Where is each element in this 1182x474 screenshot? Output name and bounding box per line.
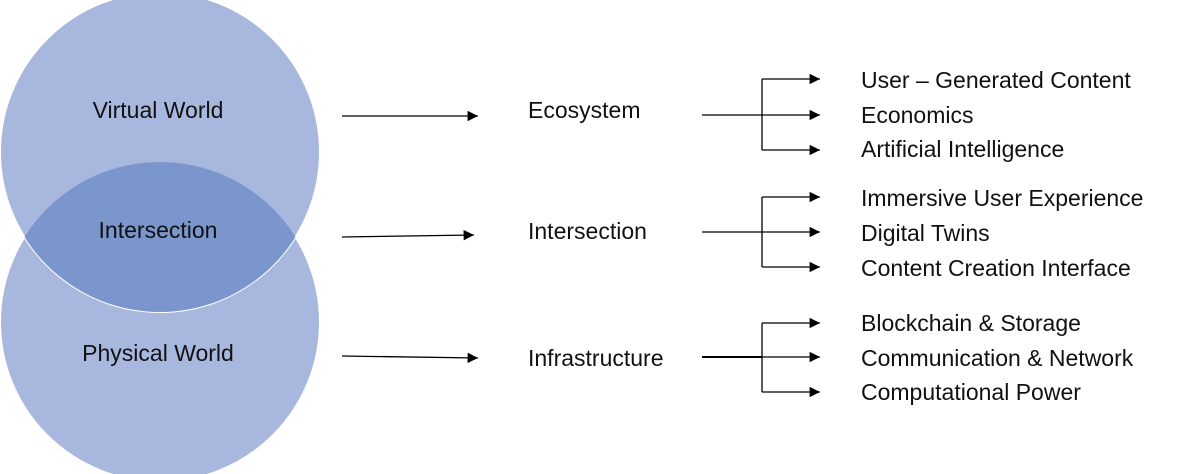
category-infrastructure: Infrastructure xyxy=(528,345,664,371)
ecosystem-bracket xyxy=(702,73,820,156)
infrastructure-bracket xyxy=(702,317,820,398)
item-communication-network: Communication & Network xyxy=(861,345,1134,371)
item-economics: Economics xyxy=(861,102,974,128)
item-content-creation-interface: Content Creation Interface xyxy=(861,255,1131,281)
category-intersection: Intersection xyxy=(528,218,647,244)
item-computational-power: Computational Power xyxy=(861,379,1081,405)
intersection-bracket xyxy=(702,191,820,273)
item-digital-twins: Digital Twins xyxy=(861,220,990,246)
item-user-generated-content: User – Generated Content xyxy=(861,67,1131,93)
intersection-venn-label: Intersection xyxy=(98,217,218,243)
item-blockchain-storage: Blockchain & Storage xyxy=(861,310,1081,336)
item-artificial-intelligence: Artificial Intelligence xyxy=(861,136,1065,162)
physical-world-label: Physical World xyxy=(82,340,234,366)
category-ecosystem: Ecosystem xyxy=(528,97,641,123)
virtual-world-label: Virtual World xyxy=(92,97,224,123)
arrow-physical-to-infrastructure xyxy=(341,352,479,364)
item-immersive-user-experience: Immersive User Experience xyxy=(861,185,1144,211)
arrow-intersection-to-intersection xyxy=(341,229,475,241)
intersection-overlap xyxy=(0,162,320,312)
